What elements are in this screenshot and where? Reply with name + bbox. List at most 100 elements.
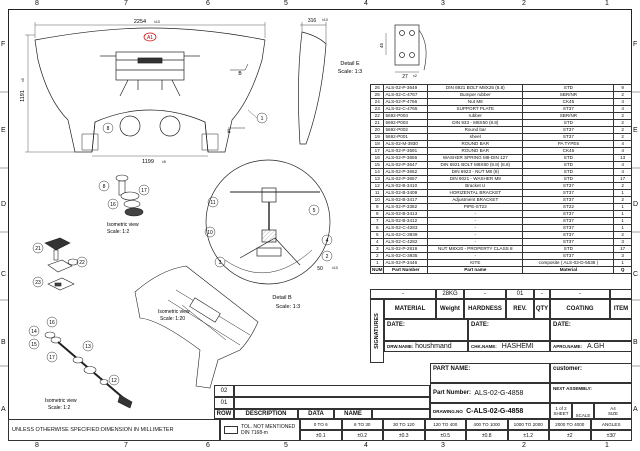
callout-iso1-17: 17 [141,188,147,194]
detail-e-view [385,24,427,73]
bom-cell: 17 [613,245,632,253]
tb-apro-cell: APRO.NAME: A.GH [550,341,632,352]
zone-row-label: B [633,339,638,346]
tb-date-label: DATE: [387,322,405,328]
dim-detail-e-v: 45 [379,42,384,48]
zone-row-label: C [1,271,7,278]
bom-cell: ROUND BAR [427,140,524,148]
front-view [34,27,266,153]
callout-iso3-15: 15 [31,342,37,348]
dim-lower-width: 1199 [142,159,154,165]
bom-cell: ST37 [522,189,615,197]
bom-cell: ALS-02-P-3649 [383,84,429,92]
zone-col-label: 7 [124,0,128,7]
tb-drawing-no-value: C-ALS-02-G-4858 [466,407,524,415]
iso1-scale: Scale: 1:2 [107,229,129,235]
bom-cell: - [427,252,524,260]
rev-row-01-desc [234,397,430,409]
bom-cell: ST22 [522,203,615,211]
bom-cell: STD [522,161,615,169]
bom-header-cell: Q [613,266,632,274]
tb-date-label: DATE: [471,322,489,328]
tb-drawing-no-label: DRAWING.NO [433,408,463,414]
bom-cell: 4 [613,161,632,169]
bom-cell: ROUND BAR [427,147,524,155]
zone-columns-top: 8 7 6 5 4 3 2 1 [8,0,632,9]
bom-cell: STD [522,245,615,253]
bom-cell: 11 [369,189,385,197]
callout-iso3-13: 13 [85,344,91,350]
iso2-scale: Scale: 1:20 [160,316,185,322]
iso1-title: Isometric view [107,222,139,228]
tb-coating-label: COATING [550,299,610,319]
bom-cell: PA TYPE6 [522,140,615,148]
zone-rows-right: F E D C B A [632,9,640,441]
bom-cell: NUT M8X20 - PROPERTY CLASS 8 [427,245,524,253]
tol-value: ±1.2 [507,430,549,441]
callout-iso3-14: 14 [31,329,37,335]
iso-view-3 [44,331,133,409]
bom-cell: 4 [369,238,385,246]
bom-cell: 1 [613,217,632,225]
tb-apro-value: A.GH [587,343,605,350]
dim-detail-b-tol: ±10 [332,266,338,270]
bom-cell: 17 [613,175,632,183]
bom-cell: 5692-P001 [383,133,429,141]
tol-range: 1000 TO 2000 [507,419,549,430]
tb-scale-cell: SCALE [572,403,594,419]
tb-customer-cell: customer: [550,363,632,383]
bom-cell: ALS-02-C-4767 [383,91,429,99]
bom-cell: ALS-02-P-3591 [383,147,429,155]
zone-col-label: 2 [522,442,526,449]
detail-e-scale: Scale: 1:3 [338,69,362,75]
bom-cell: Bumper rubber [427,91,524,99]
bom-cell: ST37 [522,210,615,218]
bom-cell: 3 [613,252,632,260]
bom-cell: 21 [369,119,385,127]
tb-part-number-label: Part Number: [433,390,472,396]
bom-cell: ALS-02-B-3413 [383,210,429,218]
bom-cell: 2 [613,119,632,127]
iso3-scale: Scale: 1:2 [48,405,70,411]
bom-cell: ALS-02-P-3446 [383,259,429,267]
bom-cell: ALS-02-P-3662 [383,168,429,176]
bom-cell: DIN 6921 BOLT M8X25 (8.8) [427,84,524,92]
tb-material-label: MATERIAL [384,299,436,319]
zone-row-label: E [1,127,6,134]
zone-col-label: 3 [441,0,445,7]
bom-cell: 2 [613,231,632,239]
bom-cell: - [427,210,524,218]
bom-cell: STD [522,154,615,162]
bom-cell: 14 [369,168,385,176]
bom-cell: 12 [369,182,385,190]
bom-cell: 9 [369,203,385,211]
bom-cell: DIN 933 - M8X50 (8.8) [427,119,524,127]
dim-width: 2254 [134,19,146,25]
tb-date-cell-2: DATE: [468,319,550,341]
bom-cell: 2 [613,133,632,141]
bom-cell: ST37 [522,196,615,204]
bom-cell: ALS-02-C-4283 [383,224,429,232]
callout-iso1-16: 16 [110,202,116,208]
bom-cell: ALS-02-C-3935 [383,252,429,260]
tb-rev-label: REV. [506,299,534,319]
bom-cell: 2 [613,126,632,134]
bom-cell: 2 [613,182,632,190]
bom-cell: 17 [369,147,385,155]
callout-e: E [227,129,231,135]
dim-detail-b: 50 [317,266,323,272]
dim-lower-width-tol: ±5 [162,160,166,164]
bom-cell: 3 [613,238,632,246]
tb-scale-label: SCALE [575,413,591,418]
zone-col-label: 4 [364,0,368,7]
tb-qty-label: QTY [534,299,550,319]
bom-cell: ALS-02-B-3409 [383,189,429,197]
